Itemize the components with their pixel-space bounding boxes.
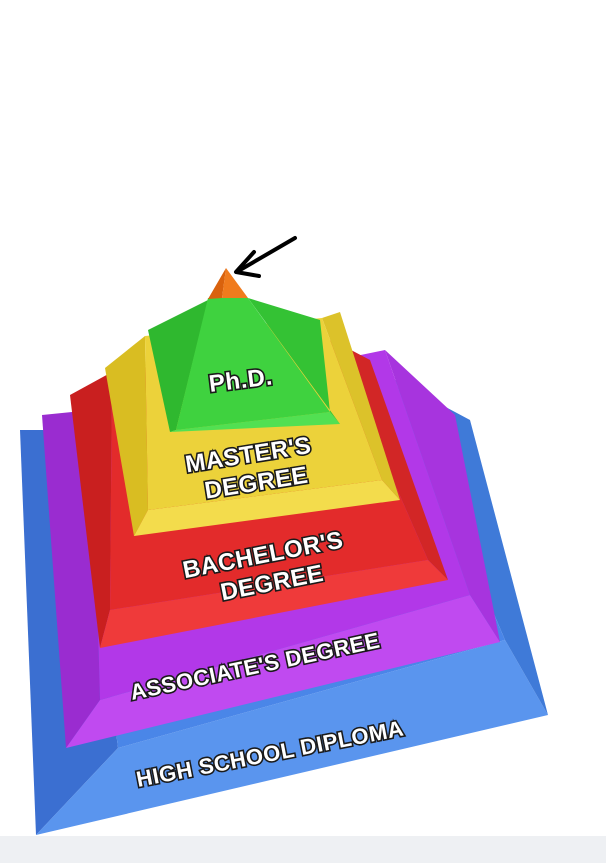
- bachelors-left-face: [70, 372, 112, 648]
- phd-front-face: [170, 412, 340, 432]
- bachelors-front-face: [100, 560, 448, 648]
- masters-front-face: [134, 480, 400, 536]
- phd-right-face: [248, 298, 340, 424]
- masters-left-face: [105, 336, 148, 536]
- apex-left-face: [208, 268, 226, 299]
- high-school-front-face: [36, 640, 548, 835]
- level-phd: Ph.D.: [148, 298, 340, 432]
- arrow-pointing-at-apex: [234, 236, 297, 278]
- apex: [208, 268, 248, 299]
- bottom-strip: [0, 836, 606, 863]
- masters-right-face: [322, 312, 400, 500]
- phd-left-face: [148, 300, 208, 432]
- apex-right-face: [222, 268, 248, 298]
- phd-inner-face: [176, 298, 330, 430]
- associates-front-face: [66, 595, 500, 748]
- associates-right-face: [385, 350, 500, 642]
